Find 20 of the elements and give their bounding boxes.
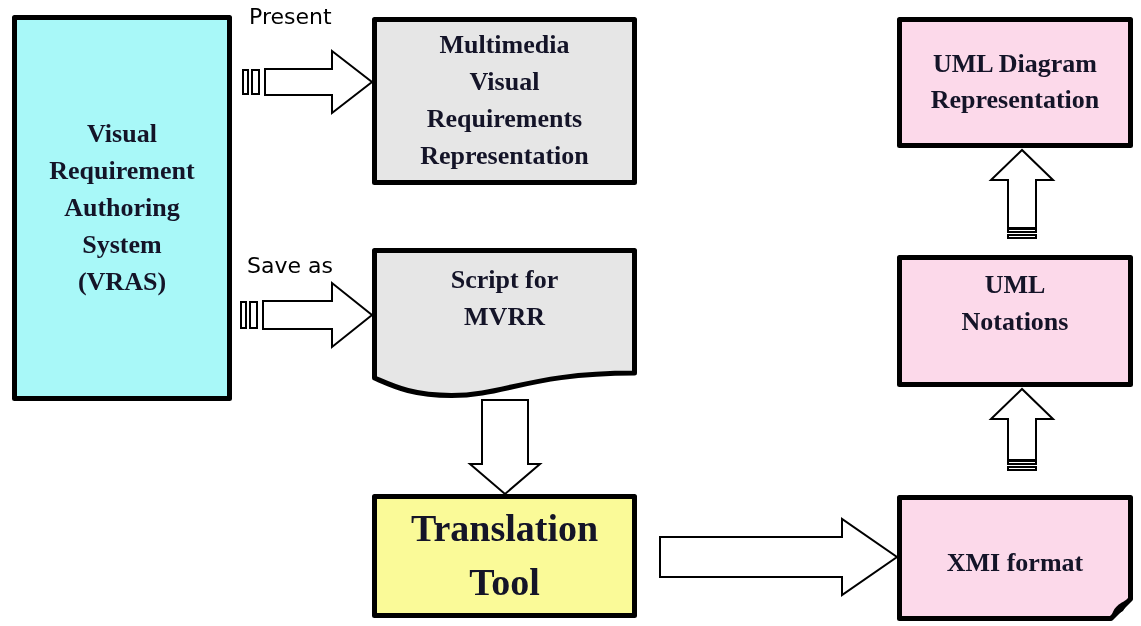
node-label: XMI format	[945, 547, 1085, 579]
process-box	[897, 17, 1133, 148]
block-arrow	[467, 399, 543, 496]
block-arrow	[240, 280, 374, 350]
process-box	[372, 494, 637, 618]
document-shape	[372, 248, 637, 398]
block-arrow	[988, 148, 1056, 239]
block-arrow	[988, 387, 1056, 471]
node-label: UML Diagram Representation	[930, 47, 1100, 117]
node-label: Script for MVRR	[449, 264, 560, 333]
system-box	[12, 15, 232, 401]
block-arrow	[242, 48, 374, 116]
process-box	[897, 255, 1133, 387]
block-arrow	[659, 517, 899, 597]
node-label: UML Notations	[961, 269, 1069, 338]
document-shape	[897, 495, 1133, 621]
node-label: Translation Tool	[410, 506, 599, 605]
node-label: Multimedia Visual Requirements Representation	[420, 29, 589, 172]
process-box	[372, 17, 637, 185]
node-label: Visual Requirement Authoring System (VRAS)	[49, 117, 195, 298]
